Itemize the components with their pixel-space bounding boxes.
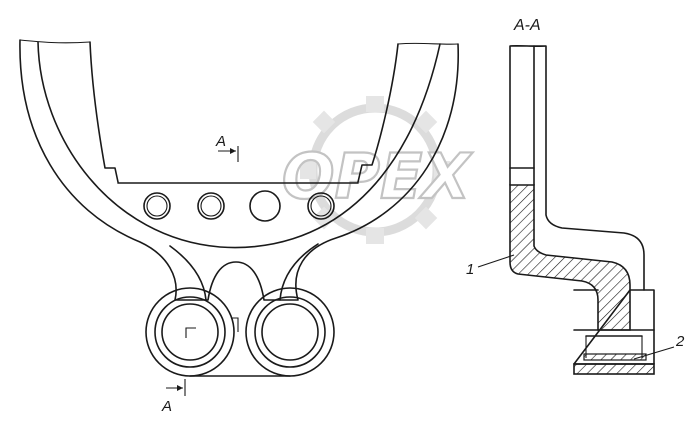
callout-1-label: 1: [466, 261, 474, 278]
base-plate-hatch: [573, 363, 655, 375]
fork-outer-outline: [19, 39, 459, 301]
left-boss-bore: [161, 303, 219, 361]
left-window-edge: [89, 41, 119, 183]
bushing-section-hatch: [583, 353, 647, 361]
arm-top-break: [509, 44, 547, 48]
left-boss-outer: [145, 287, 235, 377]
section-marker-bottom: A: [161, 379, 186, 415]
right-leg-inner-curve: [279, 243, 319, 301]
left-leg-inner-curve: [169, 245, 207, 301]
boss-gap-mark: [232, 317, 239, 332]
center-mark-icon: [185, 327, 196, 338]
arm-section-upper: [509, 45, 535, 186]
callout-2-label: 2: [675, 333, 685, 350]
fork-inner-edge: [37, 41, 441, 249]
hole-4-inner: [310, 195, 332, 217]
callout-1: 1: [466, 254, 515, 278]
section-label-bottom: A: [161, 398, 172, 415]
arm-section-outer: [533, 45, 645, 291]
right-boss-ring: [254, 296, 326, 368]
hole-1: [143, 192, 171, 220]
right-break-line: [397, 42, 459, 45]
section-view-title: A-A: [513, 17, 541, 34]
callout-2: 2: [633, 333, 685, 360]
left-break-line: [19, 39, 91, 44]
hole-1-inner: [146, 195, 168, 217]
left-boss-ring: [154, 296, 226, 368]
section-label-top: A: [215, 133, 226, 150]
watermark-text: OPEX: [282, 140, 473, 213]
watermark: OPEX: [281, 96, 474, 244]
hole-2: [197, 192, 225, 220]
hole-4: [307, 192, 335, 220]
right-boss-bore: [261, 303, 319, 361]
right-window-edge: [357, 43, 399, 183]
section-marker-top: A: [215, 133, 239, 162]
right-boss: [245, 287, 335, 377]
hole-row: [143, 190, 335, 222]
section-view: A-A 1 2: [466, 17, 685, 375]
left-boss: [145, 287, 235, 377]
fork-main-view: A A: [19, 39, 459, 415]
hole-3: [249, 190, 281, 222]
arm-section-hatch: [509, 184, 631, 331]
hole-2-inner: [200, 195, 222, 217]
right-boss-outer: [245, 287, 335, 377]
